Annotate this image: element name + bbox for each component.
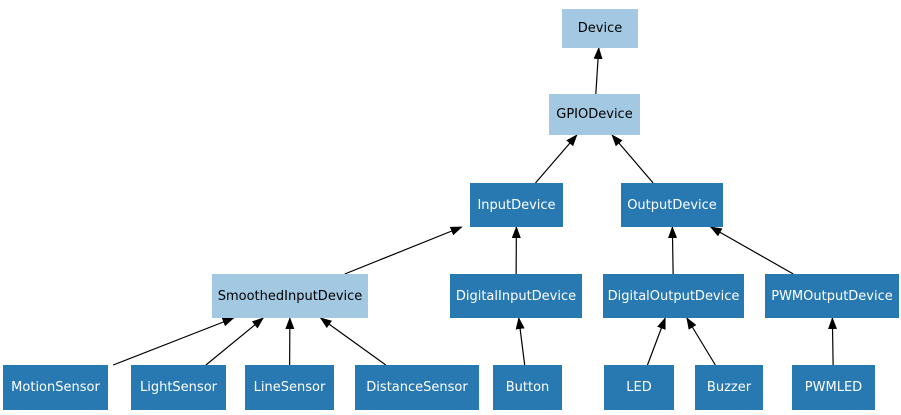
node-label: GPIODevice (556, 107, 633, 122)
inheritance-arrow-lightsensor-to-smoothedinputdevice (205, 317, 264, 366)
inheritance-arrow-smoothedinputdevice-to-inputdevice (344, 226, 463, 275)
node-smoothedinputdevice: SmoothedInputDevice (212, 274, 368, 318)
node-label: Buzzer (706, 380, 752, 395)
node-label: InputDevice (477, 197, 556, 213)
node-led: LED (604, 365, 674, 410)
node-label: PWMLED (804, 380, 863, 395)
node-motionsensor: MotionSensor (3, 365, 108, 410)
node-label: LineSensor (253, 380, 326, 395)
node-outputdevice: OutputDevice (621, 183, 723, 227)
node-label: DigitalInputDevice (455, 288, 577, 304)
inheritance-arrow-button-to-digitalinputdevice (515, 317, 526, 366)
inheritance-arrow-motionsensor-to-smoothedinputdevice (112, 317, 235, 366)
node-pwmled: PWMLED (792, 365, 875, 410)
inheritance-arrow-pwmled-to-pwmoutputdevice (828, 317, 838, 366)
node-label: Button (505, 380, 550, 395)
node-label: SmoothedInputDevice (217, 288, 363, 304)
node-buzzer: Buzzer (695, 365, 763, 410)
node-label: Device (577, 21, 623, 36)
node-label: DistanceSensor (366, 380, 468, 395)
node-digitalinputdevice: DigitalInputDevice (450, 274, 582, 318)
node-label: MotionSensor (11, 380, 100, 395)
node-pwmoutputdevice: PWMOutputDevice (765, 274, 899, 318)
inheritance-arrow-inputdevice-to-gpiodevice (535, 134, 578, 184)
inheritance-arrow-distancesensor-to-smoothedinputdevice (319, 317, 387, 366)
inheritance-arrow-led-to-digitaloutputdevice (646, 317, 666, 366)
node-label: PWMOutputDevice (771, 288, 893, 304)
inheritance-arrow-digitaloutputdevice-to-outputdevice (668, 226, 678, 275)
inheritance-arrow-outputdevice-to-gpiodevice (611, 134, 654, 184)
node-gpiodevice: GPIODevice (549, 94, 640, 135)
node-linesensor: LineSensor (245, 365, 334, 410)
node-distancesensor: DistanceSensor (355, 365, 479, 410)
node-label: OutputDevice (627, 197, 717, 213)
node-button: Button (493, 365, 562, 410)
inheritance-arrow-buzzer-to-digitaloutputdevice (686, 317, 716, 366)
node-label: LightSensor (139, 380, 217, 395)
inheritance-arrow-gpiodevice-to-device (593, 47, 603, 95)
node-lightsensor: LightSensor (131, 365, 226, 410)
node-label: DigitalOutputDevice (607, 288, 740, 304)
node-device: Device (562, 9, 638, 48)
node-digitaloutputdevice: DigitalOutputDevice (603, 274, 744, 318)
inheritance-arrow-pwmoutputdevice-to-outputdevice (709, 226, 794, 275)
node-inputdevice: InputDevice (470, 183, 563, 227)
node-label: LED (626, 380, 652, 395)
